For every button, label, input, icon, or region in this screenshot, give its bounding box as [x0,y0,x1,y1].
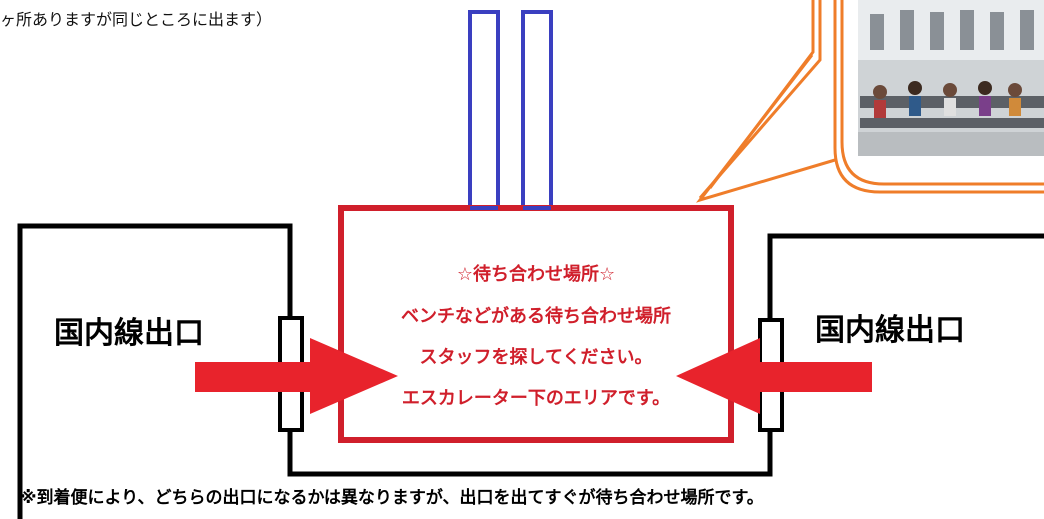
meeting-point-title: ☆待ち合わせ場所☆ [456,264,616,285]
exit-label-left: 国内線出口 [54,316,204,351]
meeting-point-box [338,205,734,443]
escalator-left [468,10,500,224]
building-outline-left [17,223,293,519]
meeting-point-line-1: ベンチなどがある待ち合わせ場所 [401,306,671,327]
arrow-right-to-meeting [676,338,872,414]
waiting-area-photo [858,0,1044,156]
meeting-point-line-2: スタッフを探してください。 [419,347,653,368]
exit-label-right: 国内線出口 [815,313,965,348]
building-outline-right [767,233,1044,320]
top-note: ヶ所ありますが同じところに出ます） [0,10,273,29]
callout-outer-outline [698,0,1044,199]
callout-pointer [695,54,836,203]
arrow-left-to-meeting [195,338,398,414]
bottom-note: ※到着便により、どちらの出口になるかは異なりますが、出口を出てすぐが待ち合わせ場… [20,488,764,508]
building-outline-bottom [287,430,773,477]
escalator-right [521,10,553,224]
meeting-point-line-3: エスカレーター下のエリアです。 [401,388,671,409]
